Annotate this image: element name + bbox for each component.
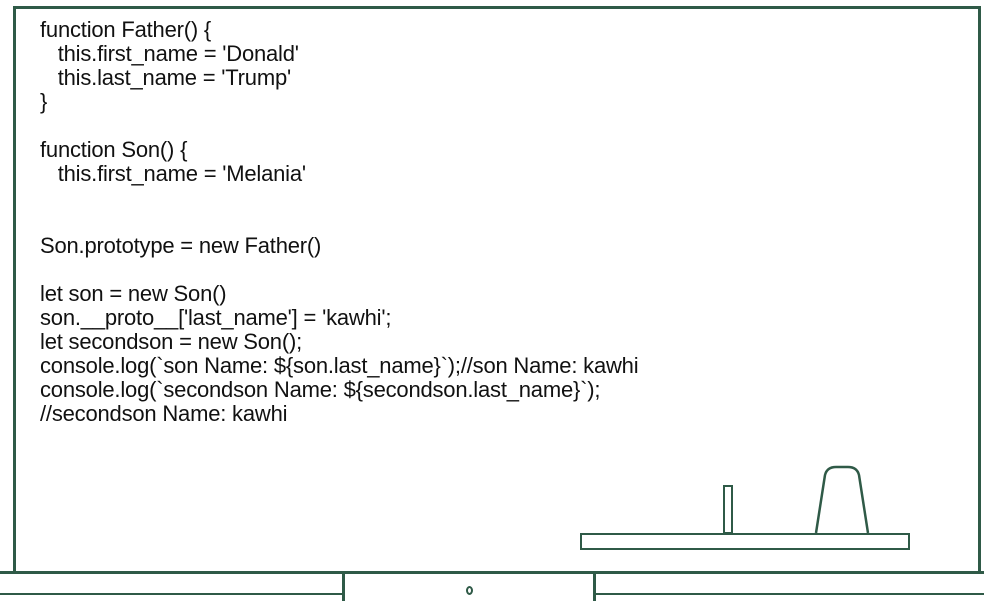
code-line: this.last_name = 'Trump' <box>40 65 292 90</box>
code-line <box>40 258 638 282</box>
code-line <box>40 114 638 138</box>
whiteboard-frame <box>13 6 981 572</box>
code-line: //secondson Name: kawhi <box>40 401 288 426</box>
code-line <box>40 186 638 210</box>
code-line: son.__proto__['last_name'] = 'kawhi'; <box>40 305 392 330</box>
code-line: function Father() { <box>40 17 212 42</box>
code-line: let son = new Son() <box>40 281 227 306</box>
whiteboard-tray <box>580 533 910 550</box>
code-line: this.first_name = 'Donald' <box>40 41 299 66</box>
marker-icon <box>723 485 733 534</box>
code-line <box>40 210 638 234</box>
code-line: console.log(`son Name: ${son.last_name}`… <box>40 353 639 378</box>
code-line: console.log(`secondson Name: ${secondson… <box>40 377 601 402</box>
code-line: } <box>40 89 48 114</box>
code-line: this.first_name = 'Melania' <box>40 161 306 186</box>
code-line: function Son() { <box>40 137 188 162</box>
code-line: Son.prototype = new Father() <box>40 233 322 258</box>
knob-icon <box>466 586 473 595</box>
eraser-icon <box>814 465 870 534</box>
code-line: let secondson = new Son(); <box>40 329 303 354</box>
center-panel <box>342 571 596 601</box>
code-block: function Father() { this.first_name = 'D… <box>40 17 639 426</box>
